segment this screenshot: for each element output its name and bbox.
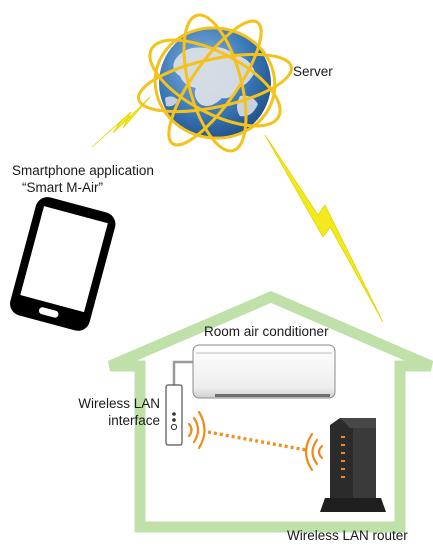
wireless-lan-interface-label-line1: Wireless LAN bbox=[78, 396, 160, 411]
smartphone-app-label-line2: “Smart M-Air” bbox=[22, 180, 103, 195]
wireless-router-icon bbox=[320, 418, 386, 512]
interface-wifi-signal-icon bbox=[187, 410, 206, 450]
wireless-lan-interface-icon bbox=[165, 384, 183, 446]
wireless-lan-interface-label-line2: interface bbox=[108, 413, 160, 428]
router-wifi-signal-icon bbox=[304, 432, 324, 472]
room-air-conditioner-label: Room air conditioner bbox=[204, 324, 329, 339]
smartphone-icon bbox=[10, 197, 116, 331]
air-conditioner-icon bbox=[192, 344, 336, 399]
interface-cable bbox=[172, 360, 193, 388]
lightning-server-house bbox=[264, 134, 384, 323]
globe-icon bbox=[137, 13, 293, 153]
wireless-lan-router-label: Wireless LAN router bbox=[287, 528, 408, 543]
smartphone-app-label-line1: Smartphone application bbox=[12, 163, 154, 178]
server-label: Server bbox=[293, 64, 333, 79]
lightning-phone-server bbox=[91, 96, 151, 148]
house-outline bbox=[107, 291, 433, 533]
wireless-link-dotted bbox=[207, 430, 307, 452]
